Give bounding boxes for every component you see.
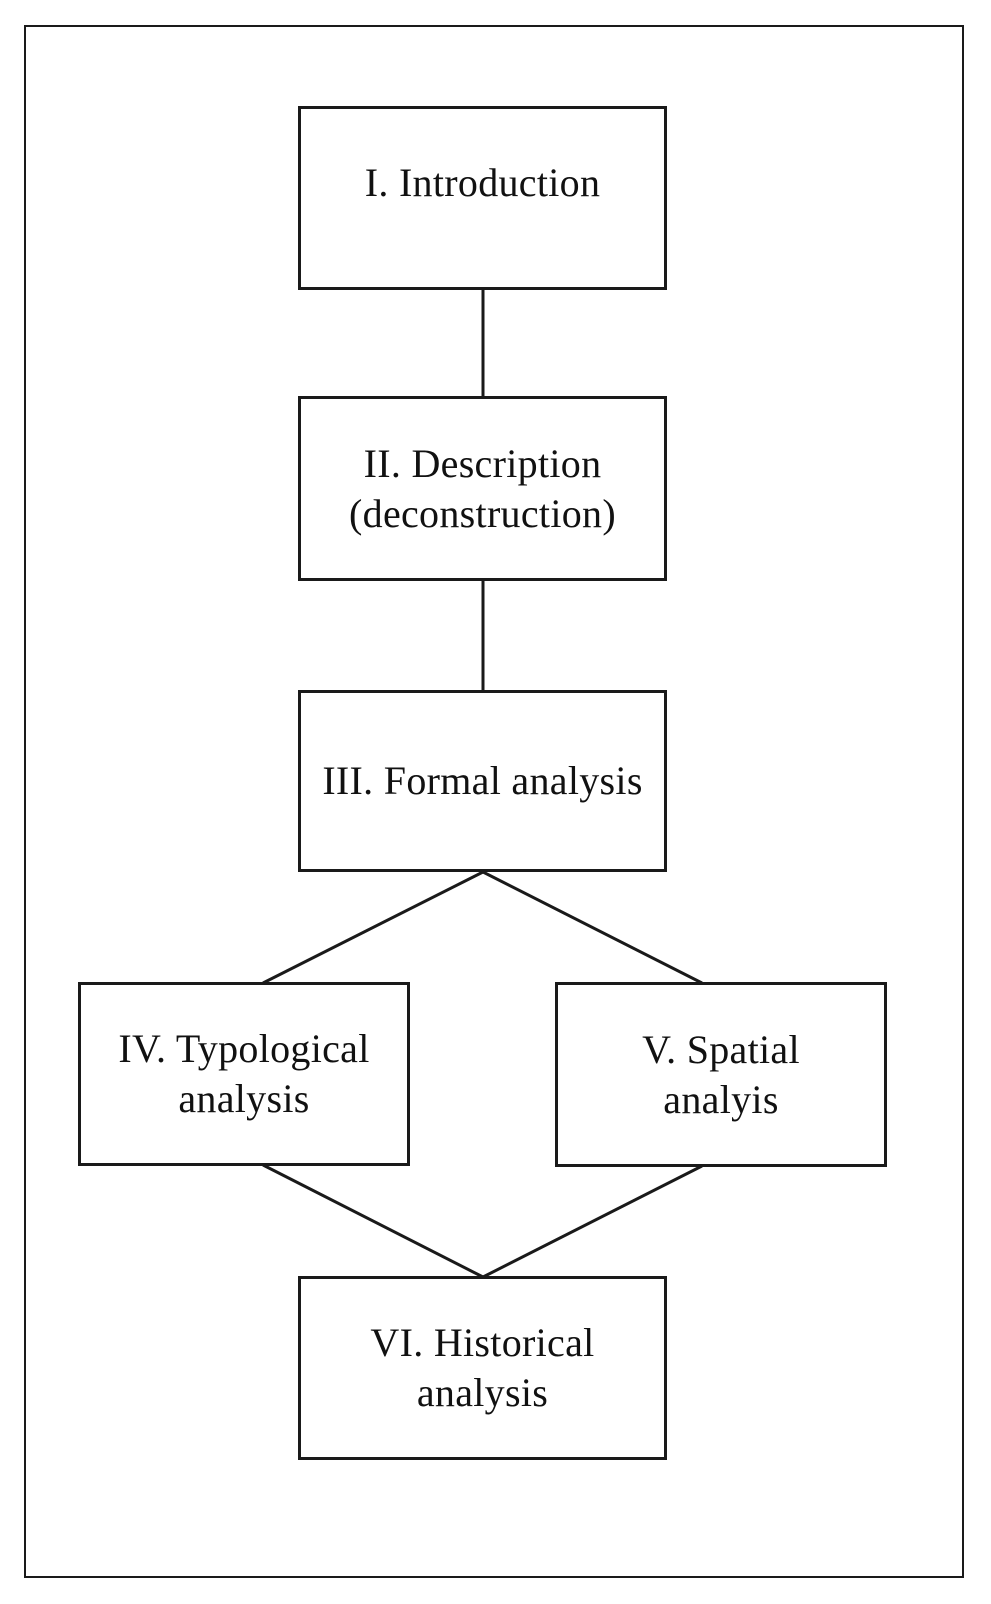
node-typological-analysis: IV. Typological analysis [78, 982, 410, 1166]
node-description: II. Description (deconstruction) [298, 396, 667, 581]
diagram-frame [24, 25, 964, 1578]
node-spatial-analysis-label: V. Spatial analyis [642, 1026, 800, 1122]
node-spatial-analysis: V. Spatial analyis [555, 982, 887, 1167]
edge-spatial-historical [482, 1164, 703, 1279]
edge-formal-spatial [482, 870, 703, 985]
edge-typological-historical [262, 1163, 484, 1279]
node-historical-analysis: VI. Historical analysis [298, 1276, 667, 1460]
node-formal-analysis: III. Formal analysis [298, 690, 667, 872]
node-formal-analysis-label: III. Formal analysis [322, 758, 643, 803]
node-typological-analysis-label: IV. Typological analysis [118, 1026, 370, 1121]
node-description-label: II. Description (deconstruction) [349, 440, 616, 536]
node-introduction-label: I. Introduction [364, 160, 601, 205]
node-introduction: I. Introduction [298, 106, 667, 290]
edge-formal-typological [262, 870, 484, 985]
node-historical-analysis-label: VI. Historical analysis [370, 1320, 595, 1415]
